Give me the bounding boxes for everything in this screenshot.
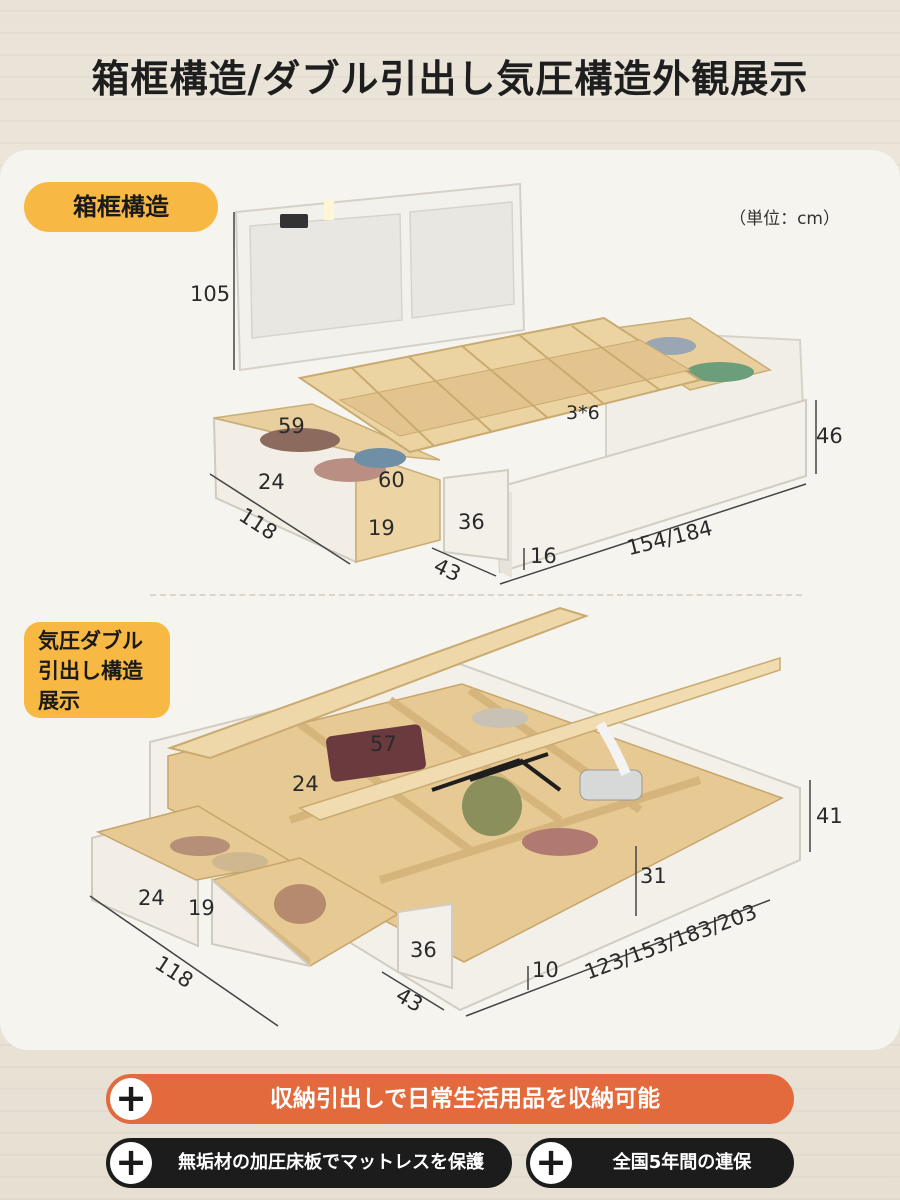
feature-text: 無垢材の加圧床板でマットレスを保護 (178, 1152, 484, 1173)
feature-text: 収納引出しで日常生活用品を収納可能 (269, 1086, 661, 1112)
dim-drawer-depth: 59 (278, 414, 305, 438)
section-label-gas-lift: 気圧ダブル 引出し構造 展示 (24, 622, 170, 718)
bed-1-illustration (209, 182, 817, 585)
label-line: 気圧ダブル (38, 629, 143, 653)
dim-drawer-inner: 19 (368, 516, 395, 540)
bed-slats (297, 316, 703, 454)
feature-text: 全国5年間の連保 (612, 1152, 752, 1173)
section-label-box-frame: 箱框構造 (24, 182, 218, 232)
feature-bar-warranty: + 全国5年間の連保 (526, 1138, 794, 1188)
plus-icon: + (110, 1142, 152, 1184)
plus-icon: + (110, 1078, 152, 1120)
dim-compartment-height: 24 (292, 772, 319, 796)
dim-front-height: 36 (458, 510, 485, 534)
dim-compartment-width: 57 (370, 732, 397, 756)
dim-inner-depth: 31 (640, 864, 667, 888)
page-title: 箱框構造/ダブル引出し気圧構造外観展示 (91, 57, 809, 101)
dim-headboard-height: 105 (190, 282, 231, 306)
dim-front-height: 36 (410, 938, 437, 962)
label-line: 引出し構造 (38, 659, 143, 683)
dim-clearance: 16 (530, 544, 557, 568)
dim-drawer-height: 24 (258, 470, 285, 494)
section-divider (150, 594, 802, 596)
label-line: 展示 (38, 689, 80, 713)
dim-drawer-height: 24 (138, 886, 165, 910)
plus-icon: + (530, 1142, 572, 1184)
dim-frame-height: 46 (816, 424, 843, 448)
feature-bar-slats: + 無垢材の加圧床板でマットレスを保護 (106, 1138, 512, 1188)
feature-bar-storage: + 収納引出しで日常生活用品を収納可能 (106, 1074, 794, 1124)
dim-clearance: 10 (532, 958, 559, 982)
dim-frame-height: 41 (816, 804, 843, 828)
dim-slat: 3*6 (566, 402, 600, 424)
bed-2-illustration (89, 606, 811, 1027)
unit-label: （単位：cm） (729, 209, 840, 229)
dim-drawer-width: 60 (378, 468, 405, 492)
dim-drawer-inner: 19 (188, 896, 215, 920)
